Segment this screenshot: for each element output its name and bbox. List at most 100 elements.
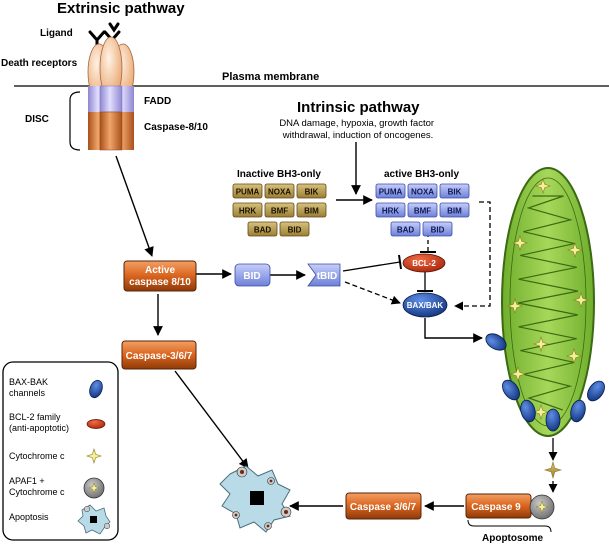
arrow-bh3-to-baxbak — [454, 201, 491, 311]
legend-apoptosis-icon — [77, 504, 111, 535]
bh3-protein-bmf: BMF — [264, 202, 295, 218]
caspase-367-bottom-label: Caspase 3/6/7 — [350, 502, 417, 513]
bh3-protein-bim: BIM — [439, 202, 470, 218]
inhibit-tbid-to-bcl2 — [342, 261, 401, 272]
bh3-protein-label: BAD — [254, 226, 272, 235]
caspase-8-10-label: Caspase-8/10 — [144, 122, 208, 133]
bcl2-label: BCL-2 — [412, 259, 436, 268]
cytochrome-c-icon — [512, 235, 528, 251]
legend-apaf1-label: APAF1 + Cytochrome c — [9, 476, 65, 497]
apaf1-cytc-icon — [529, 494, 555, 520]
legend-bcl2-label: BCL-2 family (anti-apoptotic) — [9, 412, 69, 433]
legend-baxbak-label: BAX-BAK channels — [9, 377, 51, 398]
bh3-protein-label: BIM — [304, 207, 319, 216]
cytochrome-c-icon — [510, 366, 526, 382]
bh3-protein-puma: PUMA — [232, 183, 263, 199]
bh3-protein-hrk: HRK — [232, 202, 263, 218]
arrow-baxbak-to-mitochondrion — [424, 318, 483, 343]
legend-baxbak-icon — [89, 379, 103, 399]
active-bh3-grid: PUMA NOXA BIK HRK BMF BIM BAD BID — [375, 183, 470, 237]
baxbak-label: BAX/BAK — [407, 301, 444, 310]
inactive-bh3-grid: PUMA NOXA BIK HRK BMF BIM BAD BID — [232, 183, 327, 237]
legend-apaf1-icon — [83, 477, 105, 499]
baxbak-channel-icon — [570, 399, 586, 423]
cytochrome-c-group — [507, 178, 589, 420]
apoptotic-cell-icon — [219, 465, 292, 533]
baxbak-channel-icon — [520, 399, 536, 423]
bid-label: BID — [243, 271, 260, 282]
caspase-367-left-node: Caspase-3/6/7 — [121, 340, 197, 370]
inactive-bh3-title: Inactive BH3-only — [237, 169, 321, 180]
ligand-label: Ligand — [40, 28, 73, 39]
cytochrome-c-icon — [566, 348, 582, 364]
bh3-protein-bik: BIK — [296, 183, 327, 199]
bh3-protein-label: HRK — [239, 207, 257, 216]
bh3-protein-bmf: BMF — [407, 202, 438, 218]
released-cytochrome-c — [543, 460, 563, 480]
death-receptor-complex — [87, 22, 135, 151]
cytochrome-c-icon — [573, 292, 589, 308]
bh3-protein-label: BIK — [448, 188, 462, 197]
active-bh3-title: active BH3-only — [384, 169, 459, 180]
bh3-protein-bim: BIM — [296, 202, 327, 218]
baxbak-channel-icon — [502, 379, 520, 401]
arrow-disc-to-active-caspase — [115, 155, 154, 257]
plasma-membrane-label: Plasma membrane — [222, 71, 319, 83]
bcl2-node: BCL-2 — [402, 253, 446, 273]
caspase-9-node: Caspase 9 — [465, 493, 532, 519]
death-receptors-label: Death receptors — [1, 58, 78, 69]
bh3-protein-bid: BID — [279, 221, 310, 237]
cytochrome-c-icon — [567, 242, 583, 258]
bh3-protein-label: HRK — [382, 207, 400, 216]
extrinsic-pathway-title: Extrinsic pathway — [57, 0, 185, 17]
disc-bracket — [69, 91, 81, 151]
cytochrome-c-icon — [507, 298, 523, 314]
bh3-protein-noxa: NOXA — [264, 183, 295, 199]
caspase-367-left-label: Caspase-3/6/7 — [126, 351, 193, 362]
cytochrome-c-icon — [535, 178, 551, 194]
legend: BAX-BAK channels BCL-2 family (anti-apop… — [2, 361, 119, 541]
bh3-protein-label: BIM — [447, 207, 462, 216]
bh3-protein-noxa: NOXA — [407, 183, 438, 199]
arrow-caspase367-to-apoptosis — [174, 370, 249, 469]
arrow-tbid-to-baxbak — [344, 281, 401, 305]
bid-node: BID — [234, 263, 271, 287]
apoptosome-bracket — [467, 519, 552, 533]
active-caspase-line2: caspase 8/10 — [129, 277, 191, 288]
tbid-label: tBID — [317, 271, 338, 282]
bh3-protein-bik: BIK — [439, 183, 470, 199]
baxbak-channel-icon — [485, 333, 507, 351]
bh3-protein-bid: BID — [422, 221, 453, 237]
baxbak-channel-icon — [587, 380, 605, 402]
bh3-protein-hrk: HRK — [375, 202, 406, 218]
intrinsic-pathway-title: Intrinsic pathway — [297, 99, 420, 116]
bh3-protein-label: BMF — [414, 207, 431, 216]
active-caspase-line1: Active — [145, 265, 175, 276]
cytochrome-c-icon — [533, 404, 549, 420]
legend-bcl2-icon — [86, 419, 106, 429]
legend-apoptosis-label: Apoptosis — [9, 512, 49, 522]
bh3-protein-label: NOXA — [268, 188, 291, 197]
bh3-protein-label: BAD — [397, 226, 415, 235]
bh3-protein-label: NOXA — [411, 188, 434, 197]
bh3-protein-label: BID — [288, 226, 302, 235]
legend-cytc-label: Cytochrome c — [9, 451, 65, 461]
cytochrome-c-icon — [533, 336, 549, 352]
bh3-protein-bad: BAD — [247, 221, 278, 237]
bh3-protein-bad: BAD — [390, 221, 421, 237]
active-caspase-8-10-node: Active caspase 8/10 — [123, 260, 197, 292]
baxbak-channel-group — [485, 333, 605, 432]
bh3-protein-label: BIK — [305, 188, 319, 197]
caspase-367-bottom-node: Caspase 3/6/7 — [345, 492, 422, 520]
baxbak-channel-icon — [545, 408, 561, 432]
fadd-label: FADD — [144, 96, 171, 107]
bh3-protein-label: PUMA — [236, 188, 260, 197]
mitochondrion-cristae — [517, 195, 579, 411]
bh3-protein-label: PUMA — [379, 188, 403, 197]
intrinsic-trigger-text: DNA damage, hypoxia, growth factor withd… — [279, 118, 436, 141]
apoptosome-label: Apoptosome — [482, 533, 544, 544]
tbid-node: tBID — [307, 263, 341, 287]
baxbak-node: BAX/BAK — [402, 292, 448, 318]
bh3-protein-puma: PUMA — [375, 183, 406, 199]
